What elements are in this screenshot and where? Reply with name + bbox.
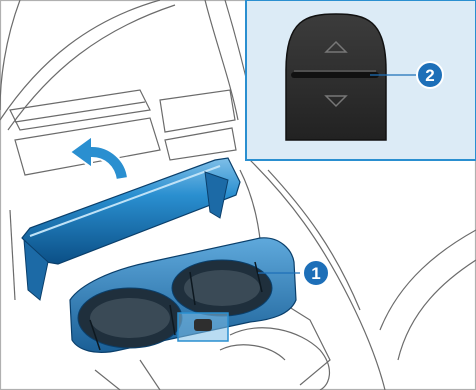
callout-2-label: 2 (425, 66, 434, 85)
callout-1: 1 (303, 260, 329, 286)
callout-2: 2 (417, 62, 443, 88)
curved-arrow-icon (70, 136, 128, 180)
callout-1-label: 1 (311, 264, 320, 283)
small-release-button (194, 319, 212, 331)
